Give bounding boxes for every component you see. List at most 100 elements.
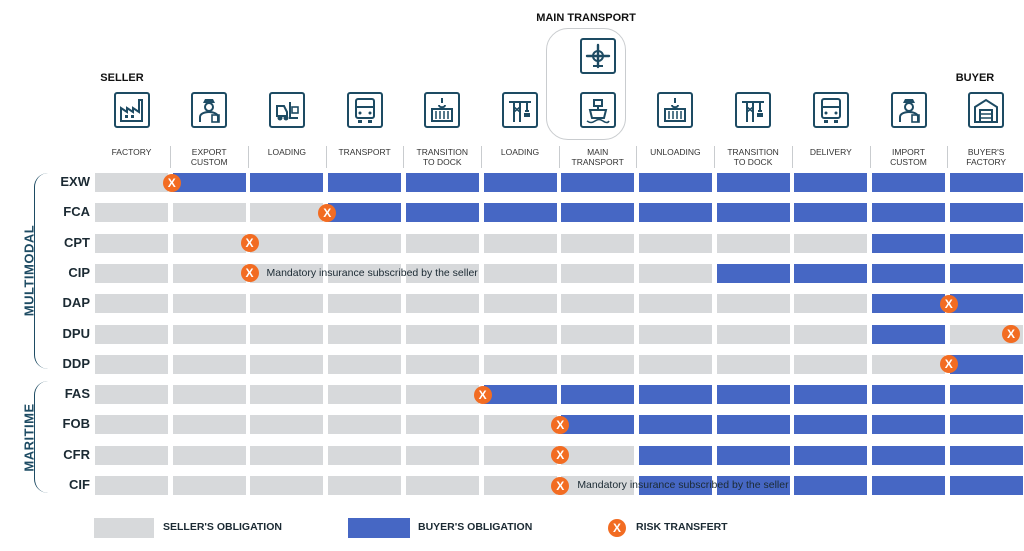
legend-seller-label: SELLER'S OBLIGATION xyxy=(163,521,282,533)
seller-obligation-cell xyxy=(794,294,868,314)
seller-obligation-cell xyxy=(172,415,246,435)
buyer-obligation-cell xyxy=(638,385,712,405)
seller-obligation-cell xyxy=(716,294,790,314)
step-label-line: CUSTOM xyxy=(190,157,228,167)
buyer-obligation-cell xyxy=(716,476,790,495)
seller-obligation-cell xyxy=(561,324,635,344)
seller-obligation-cell xyxy=(250,354,324,374)
buyer-obligation-cell xyxy=(794,263,868,283)
seller-obligation-cell xyxy=(250,203,324,223)
legend-risk-marker: X xyxy=(608,519,626,537)
step-label-line: TO DOCK xyxy=(733,157,773,167)
insurance-note: Mandatory insurance subscribed by the se… xyxy=(577,479,789,491)
buyer-obligation-cell xyxy=(405,173,479,192)
factory-icon xyxy=(113,92,150,128)
step-label-line: TRANSPORT xyxy=(571,157,624,167)
risk-transfer-marker: X xyxy=(240,234,259,253)
buyer-heading: BUYER xyxy=(955,72,995,84)
step-label-line: IMPORT xyxy=(892,147,925,157)
buyer-obligation-cell xyxy=(716,385,790,405)
seller-obligation-cell xyxy=(172,203,246,223)
buyer-obligation-cell xyxy=(872,233,945,253)
buyer-obligation-cell xyxy=(872,294,945,314)
seller-obligation-cell xyxy=(405,415,479,435)
seller-obligation-cell xyxy=(405,354,479,374)
legend-seller-swatch xyxy=(94,518,154,538)
step-label: TRANSPORT xyxy=(328,147,401,169)
buyer-obligation-cell xyxy=(794,445,868,465)
row-code-dpu: DPU xyxy=(62,325,90,341)
step-separator xyxy=(558,146,560,168)
buyer-obligation-cell xyxy=(328,203,402,223)
seller-obligation-cell xyxy=(250,294,324,314)
seller-obligation-cell xyxy=(716,324,790,344)
seller-obligation-cell xyxy=(794,354,868,374)
seller-obligation-cell xyxy=(483,445,557,465)
step-separator xyxy=(791,146,793,168)
step-label-line: TRANSITION xyxy=(416,147,469,157)
step-label-line: UNLOADING xyxy=(650,147,701,157)
step-label: UNLOADING xyxy=(639,147,712,169)
seller-obligation-cell xyxy=(328,415,402,435)
buyer-obligation-cell xyxy=(250,173,324,192)
buyer-obligation-cell xyxy=(716,263,790,283)
buyer-obligation-cell xyxy=(949,415,1023,435)
seller-obligation-cell xyxy=(250,476,324,495)
seller-obligation-cell xyxy=(794,233,868,253)
main-transport-box xyxy=(546,28,626,140)
legend-risk-label: RISK TRANSFERT xyxy=(636,521,728,533)
seller-obligation-cell xyxy=(561,476,635,495)
seller-obligation-cell xyxy=(483,233,557,253)
risk-transfer-marker: X xyxy=(240,264,259,283)
step-label-line: FACTORY xyxy=(111,147,152,157)
seller-obligation-cell xyxy=(250,324,324,344)
seller-obligation-cell xyxy=(172,233,246,253)
buyer-obligation-cell xyxy=(716,415,790,435)
port-crane-icon xyxy=(502,92,538,128)
seller-obligation-cell xyxy=(328,324,402,344)
step-label-line: TO DOCK xyxy=(423,157,462,167)
step-label: LOADING xyxy=(484,147,557,169)
seller-obligation-cell xyxy=(483,294,557,314)
seller-obligation-cell xyxy=(405,324,479,344)
step-separator xyxy=(325,146,327,168)
step-label: LOADING xyxy=(250,147,323,169)
seller-heading: SELLER xyxy=(100,72,144,84)
seller-obligation-cell xyxy=(95,263,168,283)
customs-officer-icon xyxy=(890,92,927,128)
maritime-bracket xyxy=(34,381,48,493)
seller-obligation-cell xyxy=(483,263,557,283)
row-code-cif: CIF xyxy=(69,477,90,492)
buyer-obligation-cell xyxy=(872,415,945,435)
buyer-obligation-cell xyxy=(483,203,557,223)
row-code-exw: EXW xyxy=(60,174,90,189)
buyer-obligation-cell xyxy=(949,203,1023,223)
seller-obligation-cell xyxy=(172,324,246,344)
seller-obligation-cell xyxy=(328,263,402,283)
seller-obligation-cell xyxy=(561,445,635,465)
buyer-obligation-cell xyxy=(872,203,945,223)
step-separator xyxy=(403,146,405,168)
buyer-obligation-cell xyxy=(872,324,945,344)
step-label-line: BUYER'S xyxy=(967,147,1005,157)
seller-obligation-cell xyxy=(561,233,635,253)
seller-obligation-cell xyxy=(250,445,324,465)
row-code-cfr: CFR xyxy=(63,446,90,462)
seller-obligation-cell xyxy=(405,294,479,314)
risk-transfer-marker: X xyxy=(939,294,958,313)
risk-transfer-marker: X xyxy=(551,415,570,434)
buyer-obligation-cell xyxy=(561,385,635,405)
seller-obligation-cell xyxy=(638,354,712,374)
seller-obligation-cell xyxy=(405,385,479,405)
seller-obligation-cell xyxy=(638,233,712,253)
container-hook-icon xyxy=(424,92,461,128)
seller-obligation-cell xyxy=(561,263,635,283)
seller-obligation-cell xyxy=(172,476,246,495)
buyer-obligation-cell xyxy=(794,385,868,405)
buyer-obligation-cell xyxy=(949,385,1023,405)
legend-buyer-label: BUYER'S OBLIGATION xyxy=(418,521,533,533)
